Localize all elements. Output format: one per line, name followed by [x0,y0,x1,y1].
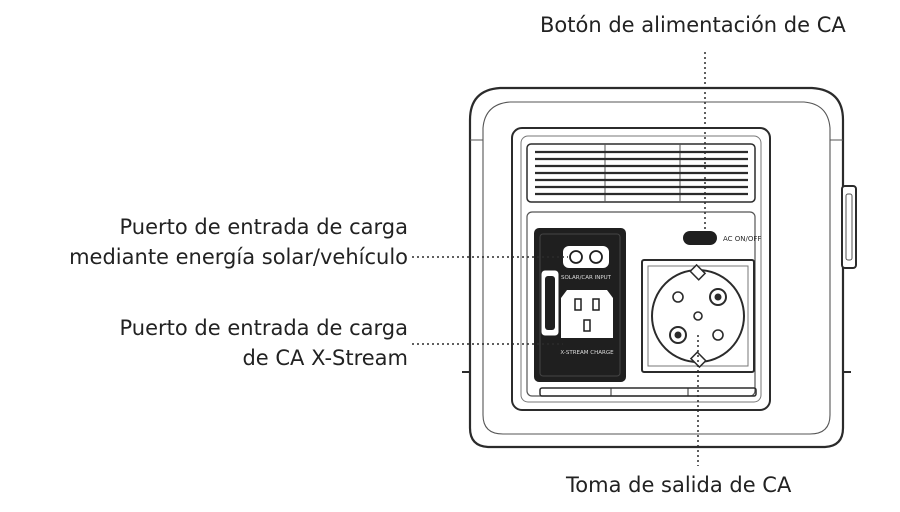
ac-switch-marking: AC ON/OFF [723,235,761,243]
ac-power-button: AC ON/OFF [683,231,761,245]
label-solar-vehicle-port-line2: mediante energía solar/vehículo [69,245,408,269]
side-handle [841,185,857,269]
front-panel [511,127,771,411]
label-solar-vehicle-port-line1: Puerto de entrada de carga [119,215,408,239]
device-bevel [482,101,831,435]
xstream-ac-inlet [561,290,613,338]
label-ac-outlet: Toma de salida de CA [566,473,792,497]
label-solar-vehicle-port: Puerto de entrada de carga mediante ener… [69,212,408,272]
label-xstream-port: Puerto de entrada de carga de CA X-Strea… [120,313,408,373]
input-module: SOLAR/CAR INPUT X-STREAM CHARGE [534,228,626,382]
leader-lines [412,52,706,466]
label-ac-power-button: Botón de alimentación de CA [540,13,846,37]
vent-grille [526,143,756,203]
device-body [468,86,845,449]
solar-input-marking: SOLAR/CAR INPUT [561,275,612,281]
xstream-input-marking: X-STREAM CHARGE [560,350,614,356]
label-xstream-port-line1: Puerto de entrada de carga [119,316,408,340]
label-xstream-port-line2: de CA X-Stream [242,346,408,370]
